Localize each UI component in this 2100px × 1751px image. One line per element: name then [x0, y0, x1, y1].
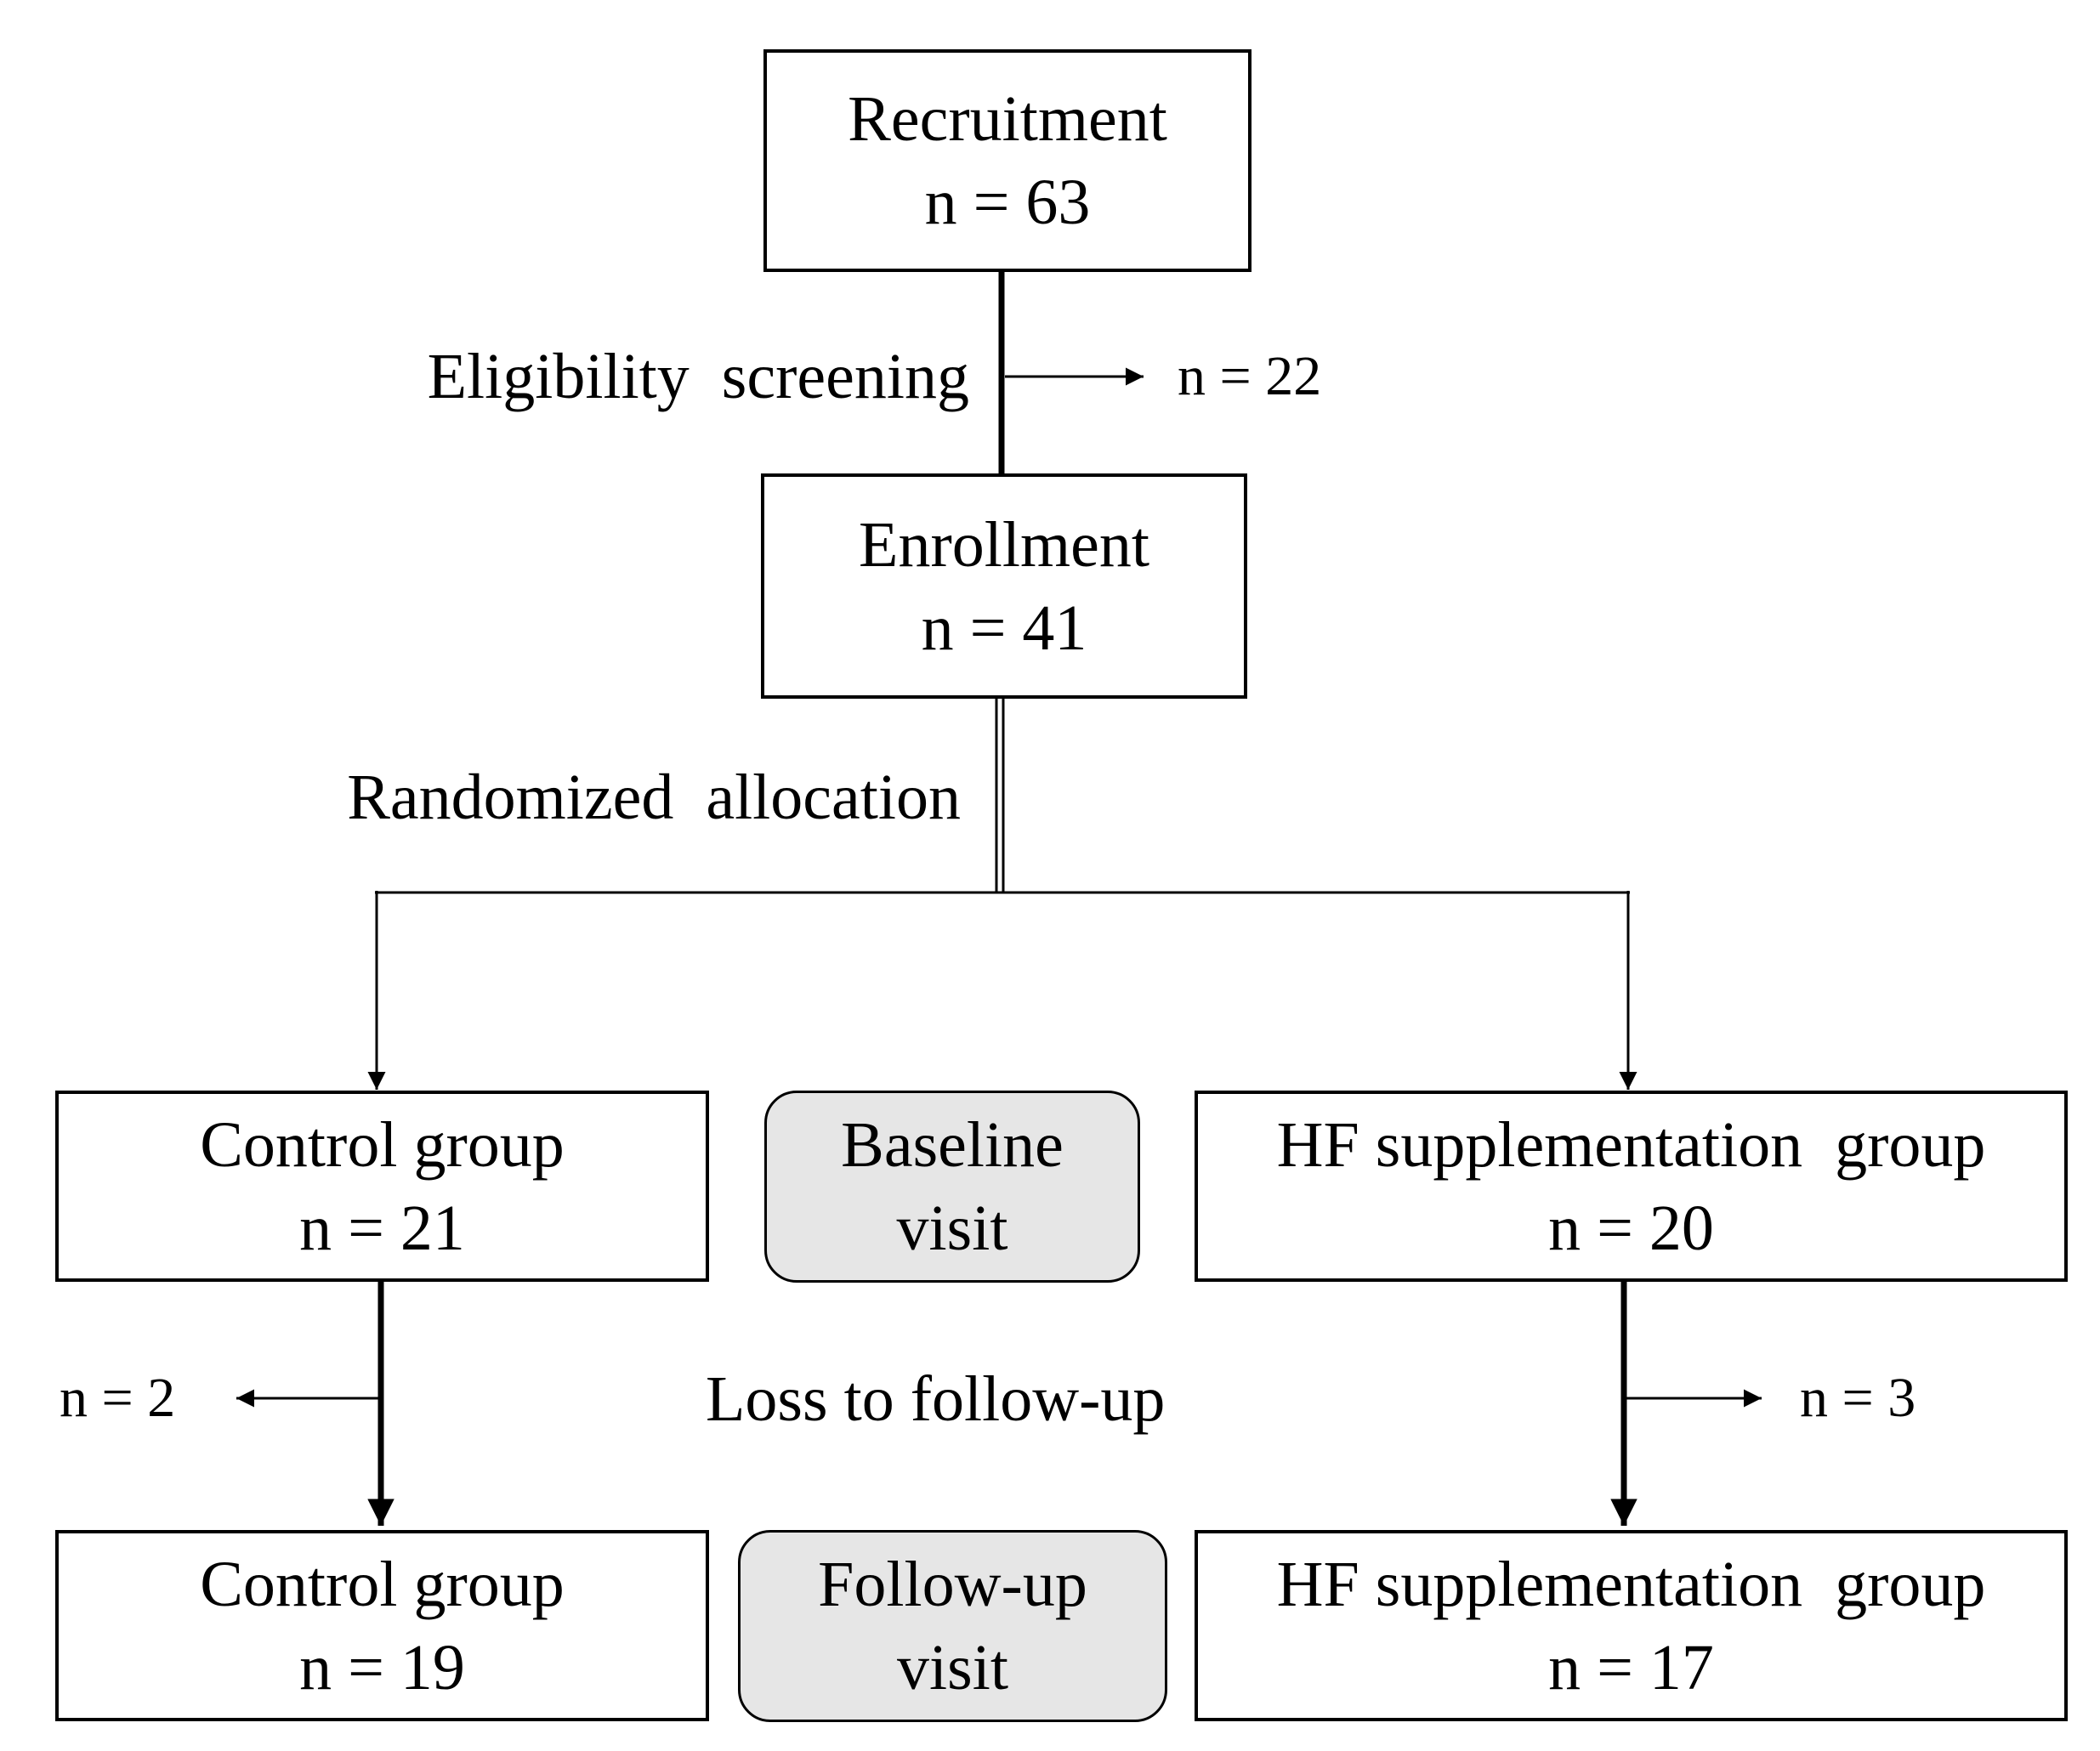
eligibility-excluded-count: n = 22 — [1178, 345, 1322, 407]
control-group-followup-count: n = 19 — [299, 1631, 465, 1703]
recruitment-box: Recruitment n = 63 — [763, 49, 1251, 272]
baseline-visit-line2: visit — [896, 1193, 1008, 1264]
hf-group-baseline-box: HF supplementation group n = 20 — [1195, 1091, 2068, 1282]
followup-visit-line2: visit — [897, 1632, 1008, 1703]
randomized-allocation-label: Randomized allocation — [347, 762, 961, 833]
control-group-baseline-box: Control group n = 21 — [55, 1091, 709, 1282]
hf-lost-count: n = 3 — [1800, 1367, 1916, 1429]
hf-group-baseline-count: n = 20 — [1548, 1192, 1714, 1264]
baseline-visit-line1: Baseline — [841, 1109, 1064, 1181]
hf-group-followup-box: HF supplementation group n = 17 — [1195, 1530, 2068, 1721]
hf-group-followup-count: n = 17 — [1548, 1631, 1714, 1703]
enrollment-box: Enrollment n = 41 — [761, 473, 1247, 699]
control-group-followup-box: Control group n = 19 — [55, 1530, 709, 1721]
hf-group-followup-title: HF supplementation group — [1276, 1548, 1986, 1620]
control-group-baseline-title: Control group — [200, 1108, 565, 1181]
enrollment-title: Enrollment — [859, 508, 1149, 581]
hf-group-baseline-title: HF supplementation group — [1276, 1108, 1986, 1181]
loss-to-followup-label: Loss to follow-up — [706, 1363, 1166, 1435]
eligibility-screening-label: Eligibility screening — [427, 341, 969, 412]
recruitment-title: Recruitment — [848, 83, 1167, 155]
recruitment-count: n = 63 — [924, 167, 1091, 238]
control-group-followup-title: Control group — [200, 1548, 565, 1620]
followup-visit-line1: Follow-up — [818, 1549, 1087, 1620]
control-group-baseline-count: n = 21 — [299, 1192, 465, 1264]
followup-visit-box: Follow-up visit — [738, 1530, 1167, 1722]
enrollment-count: n = 41 — [921, 592, 1087, 664]
baseline-visit-box: Baseline visit — [764, 1091, 1140, 1283]
control-lost-count: n = 2 — [60, 1367, 176, 1429]
